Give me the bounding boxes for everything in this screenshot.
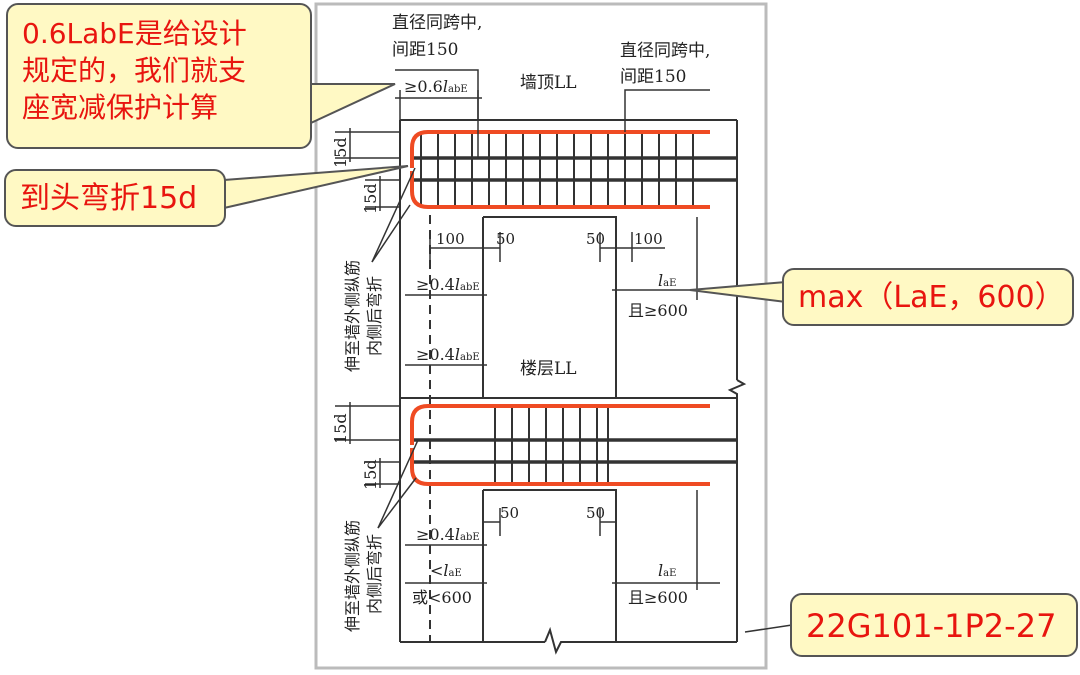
lae-lower-right-min: 且≥600 — [628, 588, 688, 607]
callout-max-rule: max（LaE，600） — [782, 268, 1074, 326]
dim-04-upper-2: ≥0.4labE — [416, 345, 480, 364]
callout-protection-line2: 规定的，我们就支 — [22, 54, 247, 87]
dim-50-left: 50 — [496, 230, 515, 248]
top-beam-stirrups — [420, 132, 694, 207]
d15-floor-1: 15d — [331, 413, 350, 444]
side-note-lower-col2: 内侧后弯折 — [365, 534, 384, 614]
callout-end-bend: 到头弯折15d — [4, 169, 226, 227]
callout-protection-line3: 座宽减保护计算 — [22, 91, 219, 124]
callout-protection-note: 0.6LabE是给设计 规定的，我们就支 座宽减保护计算 — [6, 3, 312, 149]
lae-upper: laE — [658, 271, 676, 290]
dim-50-right: 50 — [586, 230, 605, 248]
dim-06-labe: ≥0.6labE — [404, 77, 468, 96]
lae-lower-or: 或<600 — [412, 588, 472, 607]
top-beam-main-bars — [410, 130, 710, 209]
dimension-lines — [335, 69, 793, 633]
floor-beam-stirrups — [494, 406, 609, 484]
side-note-upper-col1: 伸至墙外侧纵筋 — [343, 260, 362, 372]
d15-top-1: 15d — [331, 137, 350, 168]
floor-beam-main-bars — [410, 404, 710, 486]
dim-04-lower: ≥0.4labE — [416, 525, 480, 544]
top-beam-side-bars — [412, 156, 737, 182]
floor-beam-side-bars — [412, 438, 737, 464]
lae-lower-left: <laE — [430, 561, 462, 580]
callout-max-rule-text: max（LaE，600） — [798, 280, 1065, 315]
top-right-note-line2: 间距150 — [620, 67, 686, 87]
top-left-note-line2: 间距150 — [392, 40, 458, 60]
drawing-paper — [314, 2, 768, 670]
top-right-note-line1: 直径同跨中, — [620, 41, 710, 61]
dim-100-right: 100 — [634, 230, 663, 248]
dim-50-lower-left: 50 — [500, 504, 519, 522]
beam-floor-label: 楼层LL — [520, 359, 577, 379]
dim-04-upper-1: ≥0.4labE — [416, 275, 480, 294]
side-note-upper-col2: 内侧后弯折 — [365, 276, 384, 356]
dim-100-left: 100 — [436, 230, 465, 248]
callout-reference-text: 22G101-1P2-27 — [806, 607, 1057, 645]
dim-50-lower-right: 50 — [586, 504, 605, 522]
lae-lower-right: laE — [658, 561, 676, 580]
callout-protection-line1: 0.6LabE是给设计 — [22, 17, 247, 50]
side-note-lower-col1: 伸至墙外侧纵筋 — [343, 520, 362, 632]
callout-reference: 22G101-1P2-27 — [790, 593, 1078, 657]
d15-top-2: 15d — [361, 183, 380, 214]
beam-top-label: 墙顶LL — [520, 73, 577, 93]
d15-floor-2: 15d — [361, 459, 380, 490]
lae-upper-min: 且≥600 — [628, 301, 688, 320]
top-left-note-line1: 直径同跨中, — [392, 13, 482, 33]
callout-end-bend-text: 到头弯折15d — [20, 181, 198, 216]
